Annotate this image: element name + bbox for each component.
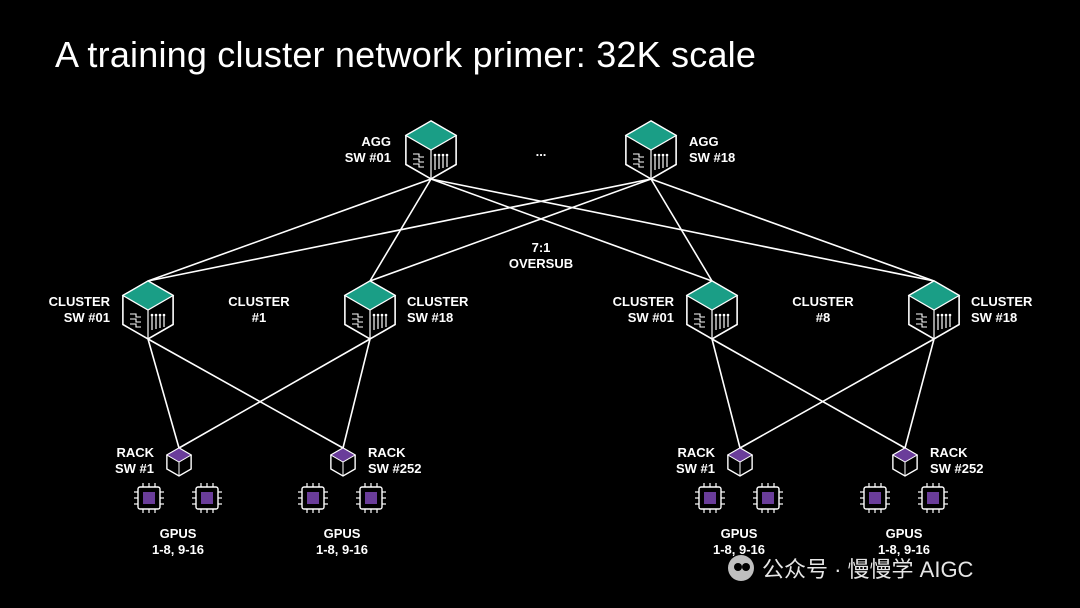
link-line — [711, 338, 906, 449]
link-line — [650, 178, 935, 282]
gpu-chip-icon — [192, 483, 222, 513]
gpu-chip-icon — [356, 483, 386, 513]
cluster-1-switch-18-icon — [343, 280, 397, 340]
link-line — [147, 178, 652, 282]
watermark-text: 公众号 · 慢慢学 AIGC — [762, 557, 974, 582]
gpu-chip-icon — [298, 483, 328, 513]
link-line — [430, 178, 713, 282]
link-line — [147, 178, 432, 282]
link-line — [369, 178, 652, 282]
cluster-2-switch-01-icon — [685, 280, 739, 340]
cluster-2-rack-sw-252-icon — [891, 447, 919, 477]
link-line — [342, 338, 371, 449]
cluster-1-rack-sw-252-icon — [329, 447, 357, 477]
gpu-chip-icon — [860, 483, 890, 513]
link-line — [430, 178, 935, 282]
cluster-2-rack-sw-1-icon — [726, 447, 754, 477]
link-line — [147, 338, 180, 449]
gpu-chip-icon — [134, 483, 164, 513]
wechat-icon — [728, 555, 754, 581]
cluster-2-name-label: CLUSTER#8 — [792, 294, 854, 325]
cluster-2-switch-18-icon — [907, 280, 961, 340]
cluster-1-switch-01-icon — [121, 280, 175, 340]
gpu-chip-icon — [695, 483, 725, 513]
watermark: 公众号 · 慢慢学 AIGC — [728, 552, 973, 584]
cluster-1-name-label: CLUSTER#1 — [228, 294, 290, 325]
agg-ellipsis: ... — [536, 144, 547, 159]
link-line — [904, 338, 935, 449]
link-line — [650, 178, 713, 282]
link-line — [711, 338, 741, 449]
gpu-chip-icon — [753, 483, 783, 513]
link-lines — [147, 178, 935, 449]
gpu-chip-icon — [918, 483, 948, 513]
agg-switch-01-icon — [404, 120, 458, 180]
agg-switch-18-icon — [624, 120, 678, 180]
link-line — [739, 338, 935, 449]
slide-title: A training cluster network primer: 32K s… — [55, 34, 757, 75]
link-line — [147, 338, 344, 449]
cluster-1-rack-sw-1-icon — [165, 447, 193, 477]
link-line — [178, 338, 371, 449]
